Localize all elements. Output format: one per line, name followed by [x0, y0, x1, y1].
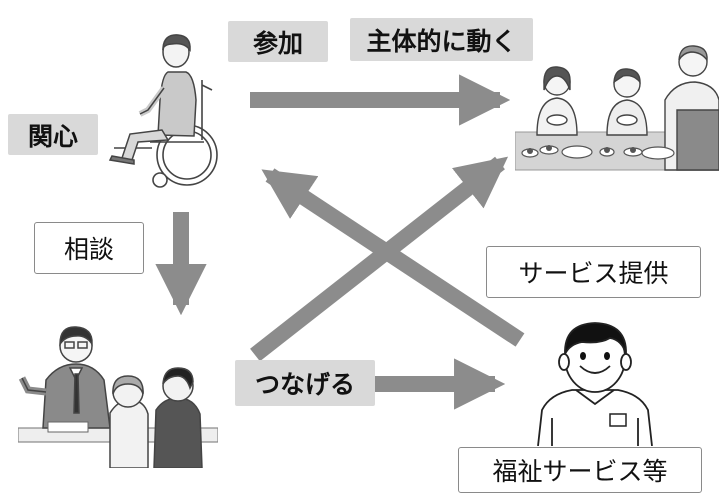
- arrow-staff-to-person: [261, 168, 525, 347]
- label-connect: つなげる: [235, 360, 375, 406]
- label-participation: 参加: [228, 21, 328, 62]
- welfare-staff-icon: [537, 322, 653, 446]
- arrow-connect-to-dining: [250, 156, 509, 362]
- label-interest: 関心: [8, 114, 98, 155]
- label-welfare-services: 福祉サービス等: [458, 447, 702, 493]
- label-consultation: 相談: [34, 222, 144, 274]
- wheelchair-person-icon: [108, 34, 218, 188]
- consultation-meeting-icon: [18, 326, 218, 468]
- label-act-proactively: 主体的に動く: [350, 18, 533, 61]
- label-service-provision: サービス提供: [486, 246, 701, 298]
- dining-people-icon: [515, 45, 719, 171]
